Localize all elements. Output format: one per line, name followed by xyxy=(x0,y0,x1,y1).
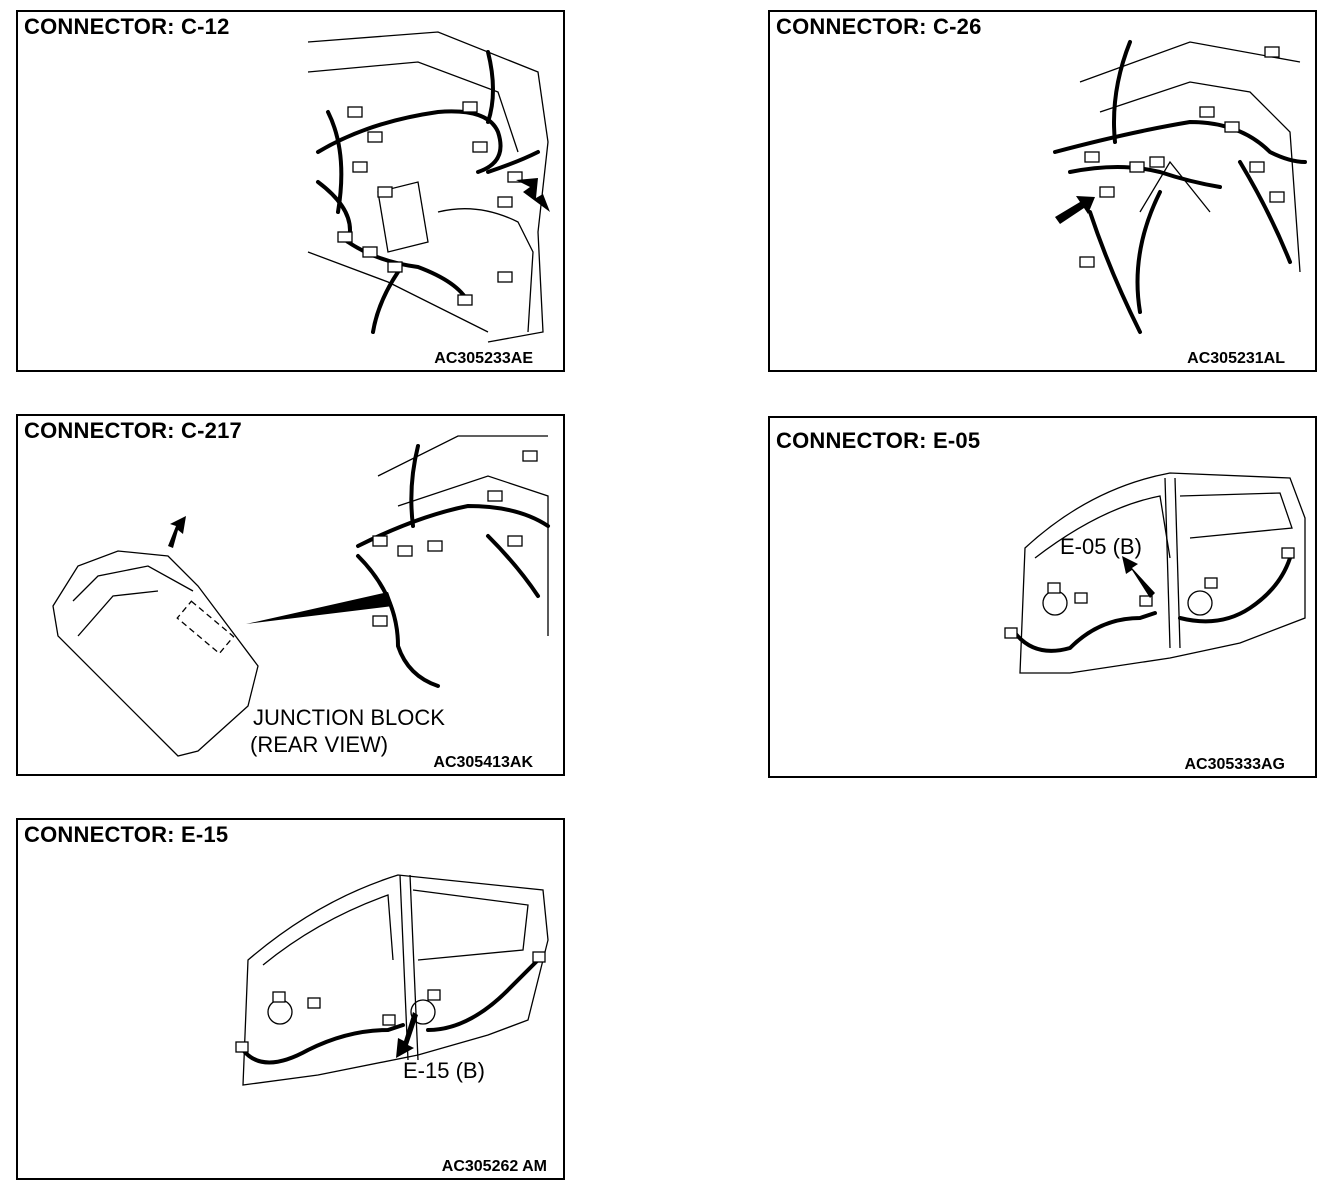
figure-code: AC305262 AM xyxy=(441,1158,547,1175)
panel-title: CONNECTOR: E-05 xyxy=(776,428,981,453)
arrow-icon xyxy=(396,1012,418,1058)
panel-connector-e05: CONNECTOR: E-05 E-05 (B) AC305333AG xyxy=(768,416,1317,778)
junction-block-label-line1: JUNCTION BLOCK xyxy=(253,705,445,730)
arrow-icon xyxy=(1055,196,1095,224)
door-harness-illustration xyxy=(1004,472,1306,674)
callout-e15: E-15 (B) xyxy=(403,1058,485,1083)
dashboard-harness-illustration xyxy=(307,31,550,343)
panel-title: CONNECTOR: E-15 xyxy=(24,822,229,847)
dashboard-harness-illustration xyxy=(1053,40,1307,334)
figure-code: AC305231AL xyxy=(1187,350,1285,367)
panel-title: CONNECTOR: C-217 xyxy=(24,418,242,443)
junction-block-illustration xyxy=(52,435,550,757)
panel-connector-c12: CONNECTOR: C-12 AC305233AE xyxy=(16,10,565,372)
figure-code: AC305333AG xyxy=(1184,756,1286,773)
figure-code: AC305413AK xyxy=(433,754,533,771)
panel-title: CONNECTOR: C-26 xyxy=(776,14,982,39)
arrow-icon xyxy=(516,178,550,212)
panel-connector-c217: CONNECTOR: C-217 JUNCTION BLOCK (REAR VI… xyxy=(16,414,565,776)
door-harness-illustration xyxy=(235,874,549,1086)
panel-connector-c26: CONNECTOR: C-26 AC305231AL xyxy=(768,10,1317,372)
arrow-icon xyxy=(1122,556,1155,598)
callout-e05: E-05 (B) xyxy=(1060,534,1142,559)
figure-code: AC305233AE xyxy=(434,350,533,367)
panel-title: CONNECTOR: C-12 xyxy=(24,14,230,39)
arrow-icon xyxy=(168,516,186,548)
junction-block-label-line2: (REAR VIEW) xyxy=(250,732,389,757)
panel-connector-e15: CONNECTOR: E-15 E-15 (B) AC305262 AM xyxy=(16,818,565,1180)
pointer-wedge xyxy=(246,592,393,624)
